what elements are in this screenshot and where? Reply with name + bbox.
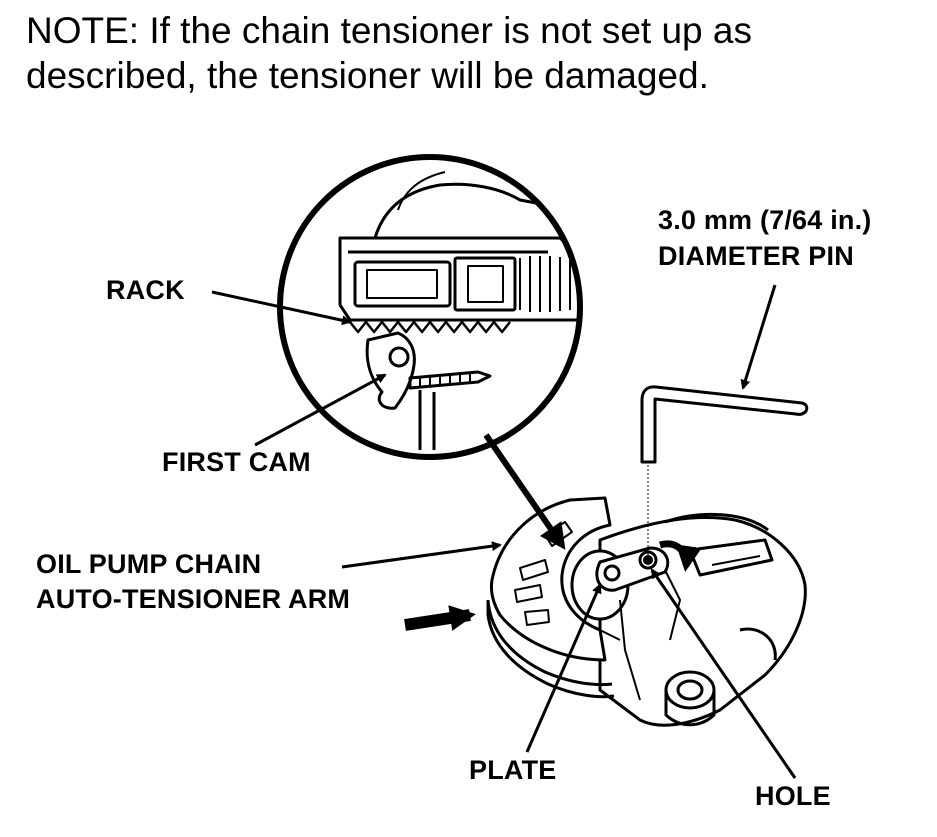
plate-leader xyxy=(525,583,602,753)
arm-leader xyxy=(341,541,502,569)
warning-note: NOTE: If the chain tensioner is not set … xyxy=(26,8,926,98)
rack-label: RACK xyxy=(106,275,185,305)
hole-label: HOLE xyxy=(755,781,831,811)
first-cam-leader xyxy=(254,373,387,447)
rack-leader xyxy=(211,290,352,326)
pin-leader xyxy=(740,284,777,390)
plate-label: PLATE xyxy=(469,755,557,785)
note-line-1: NOTE: If the chain tensioner is not set … xyxy=(26,10,752,51)
tensioner-body xyxy=(486,496,807,727)
note-line-2: described, the tensioner will be damaged… xyxy=(26,55,709,96)
arm-label-line-1: OIL PUMP CHAIN xyxy=(36,549,262,579)
leader-lines xyxy=(211,284,797,779)
arm-label-line-2: AUTO-TENSIONER ARM xyxy=(36,584,351,614)
hex-pin xyxy=(640,385,809,556)
pin-label-line-1: 3.0 mm (7/64 in.) xyxy=(658,205,872,235)
push-arrow xyxy=(404,605,476,631)
detail-pointer-arrow xyxy=(483,433,566,550)
first-cam-label: FIRST CAM xyxy=(162,447,311,477)
pin-label-line-2: DIAMETER PIN xyxy=(658,241,854,271)
magnified-detail xyxy=(277,154,583,460)
hole-leader xyxy=(650,568,797,779)
